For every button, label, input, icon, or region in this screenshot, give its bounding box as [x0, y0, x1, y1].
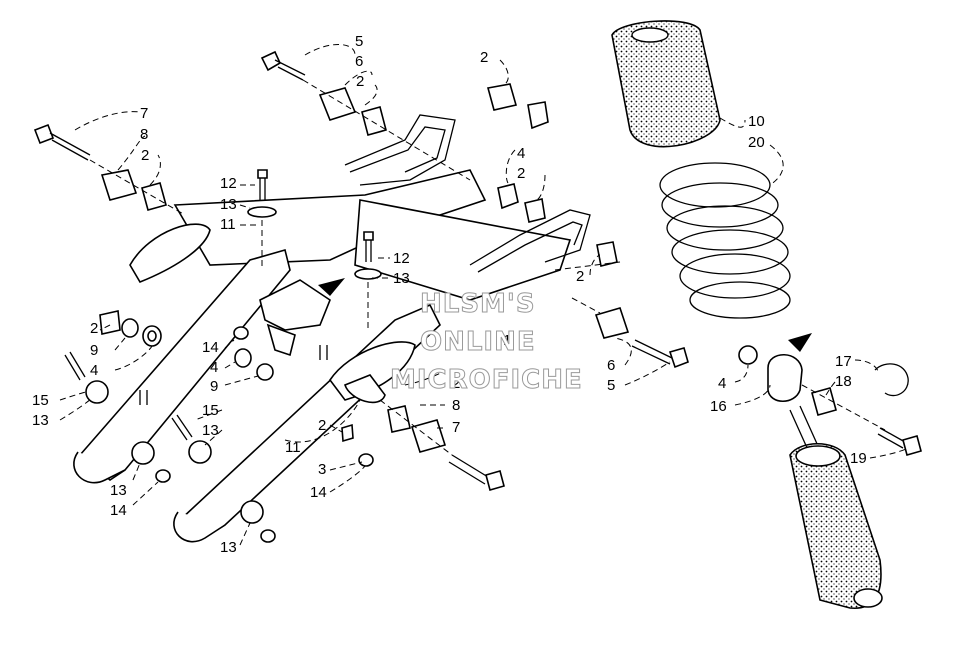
callout-8: 8: [140, 126, 148, 143]
callout-13: 13: [393, 270, 410, 287]
callout-12: 12: [393, 250, 410, 267]
shock-assembly: [611, 20, 922, 609]
callout-13: 13: [220, 196, 237, 213]
callout-4: 4: [718, 375, 726, 392]
callout-2: 2: [141, 147, 149, 164]
leader-lines: [59, 44, 909, 546]
callout-2: 2: [576, 268, 584, 285]
callout-4: 4: [90, 362, 98, 379]
callout-15: 15: [202, 402, 219, 419]
callout-14: 14: [110, 502, 127, 519]
callout-7: 7: [452, 419, 460, 436]
callout-2: 2: [318, 417, 326, 434]
callout-11: 11: [285, 439, 301, 456]
callout-3: 3: [318, 461, 326, 478]
callout-5: 5: [607, 377, 615, 394]
callout-2: 2: [480, 49, 488, 66]
callout-8: 8: [452, 397, 460, 414]
callout-10: 10: [748, 113, 765, 130]
callout-19: 19: [850, 450, 867, 467]
watermark-line-1: HLSM'S: [420, 289, 536, 319]
callout-1: 1: [503, 332, 511, 349]
callout-13: 13: [32, 412, 49, 429]
callout-17: 17: [835, 353, 852, 370]
callout-9: 9: [90, 342, 98, 359]
callout-14: 14: [310, 484, 327, 501]
callout-4: 4: [210, 359, 218, 376]
callout-11: 11: [220, 216, 236, 233]
callout-6: 6: [607, 357, 615, 374]
callout-9: 9: [210, 378, 218, 395]
rear-arm-frame: [73, 114, 591, 543]
callout-18: 18: [835, 373, 852, 390]
callout-16: 16: [710, 398, 727, 415]
callout-7: 7: [140, 105, 148, 122]
callout-2: 2: [452, 375, 460, 392]
callout-12: 12: [220, 175, 237, 192]
callout-labels: 5 6 2 2 7 8 2 12 13 11 12 13 4 2 2 9 4 1…: [32, 33, 867, 556]
callout-2: 2: [356, 73, 364, 90]
callout-6: 6: [355, 53, 363, 70]
callout-13: 13: [220, 539, 237, 556]
callout-15: 15: [32, 392, 49, 409]
callout-5: 5: [355, 33, 363, 50]
coil-spring: [659, 162, 791, 319]
watermark-line-3: MICROFICHE: [390, 365, 583, 395]
watermark: HLSM'S ONLINE MICROFICHE: [390, 289, 583, 396]
callout-20: 20: [748, 134, 765, 151]
callout-2: 2: [90, 320, 98, 337]
watermark-line-2: ONLINE: [420, 327, 536, 357]
callout-14: 14: [202, 339, 219, 356]
callout-13: 13: [202, 422, 219, 439]
hardware-parts: [33, 50, 689, 543]
callout-13: 13: [110, 482, 127, 499]
callout-4: 4: [517, 145, 525, 162]
callout-2: 2: [517, 165, 525, 182]
